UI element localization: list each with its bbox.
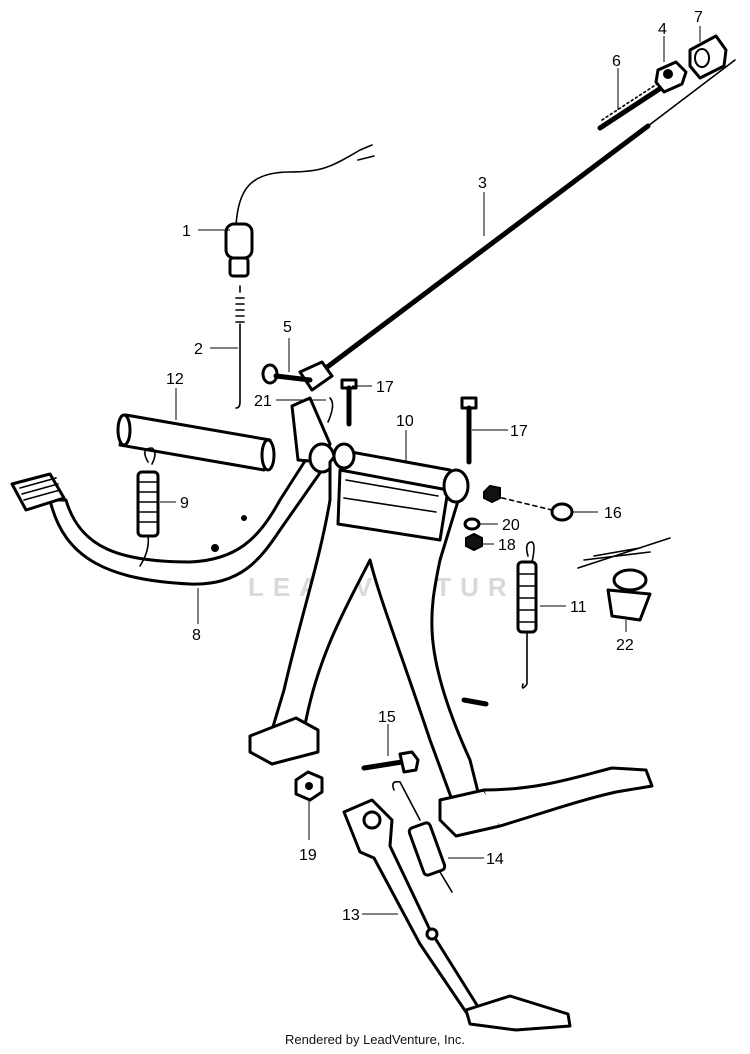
svg-text:16: 16 — [604, 505, 622, 522]
callout-17a: 17 — [352, 379, 394, 396]
svg-text:10: 10 — [396, 413, 414, 430]
callout-5: 5 — [283, 319, 292, 372]
svg-text:21: 21 — [254, 393, 272, 410]
side-stand-nut — [294, 770, 324, 802]
adjuster-bolt — [597, 81, 667, 131]
svg-text:12: 12 — [166, 371, 184, 388]
svg-text:20: 20 — [502, 517, 520, 534]
svg-text:4: 4 — [658, 21, 667, 38]
callout-14: 14 — [448, 851, 504, 868]
callout-21: 21 — [254, 393, 326, 410]
callout-9: 9 — [160, 495, 189, 512]
callout-11: 11 — [540, 599, 587, 616]
callout-1: 1 — [182, 223, 230, 240]
callout-7: 7 — [694, 9, 703, 42]
pivot-shaft — [116, 413, 276, 472]
svg-text:9: 9 — [180, 495, 189, 512]
svg-text:13: 13 — [342, 907, 360, 924]
svg-text:2: 2 — [194, 341, 203, 358]
callout-8: 8 — [192, 588, 201, 644]
switch-spring — [235, 285, 245, 409]
callout-6: 6 — [612, 53, 621, 110]
side-stand-spring — [392, 780, 453, 893]
clevis-pin — [261, 363, 313, 385]
footer-credit: Rendered by LeadVenture, Inc. — [285, 1032, 465, 1047]
callout-18: 18 — [482, 537, 516, 554]
callout-15: 15 — [378, 709, 396, 756]
svg-text:19: 19 — [299, 847, 317, 864]
callout-19: 19 — [299, 800, 317, 864]
side-stand — [342, 798, 572, 1032]
svg-text:11: 11 — [570, 599, 587, 616]
callout-16: 16 — [572, 505, 622, 522]
stand-bolt-right — [460, 396, 478, 465]
svg-text:22: 22 — [616, 637, 634, 654]
callout-4: 4 — [658, 21, 667, 62]
callout-12: 12 — [166, 371, 184, 420]
callout-20: 20 — [480, 517, 520, 534]
svg-text:6: 6 — [612, 53, 621, 70]
svg-text:3: 3 — [478, 175, 487, 192]
rubber-stopper — [577, 537, 671, 622]
ring — [550, 502, 574, 522]
stand-bolt-left — [340, 378, 358, 427]
callout-3: 3 — [478, 175, 487, 236]
svg-text:5: 5 — [283, 319, 292, 336]
brake-rod-joint — [654, 60, 688, 94]
nut — [465, 532, 483, 552]
svg-text:15: 15 — [378, 709, 396, 726]
svg-text:1: 1 — [182, 223, 191, 240]
assembly-line — [493, 495, 553, 511]
callout-2: 2 — [194, 341, 238, 358]
callout-10: 10 — [396, 413, 414, 462]
stop-switch — [224, 144, 375, 278]
brake-pedal — [10, 396, 336, 586]
washer — [463, 517, 481, 531]
side-stand-bolt — [361, 750, 420, 774]
stand-spring — [516, 541, 538, 689]
pedal-spring — [136, 447, 160, 567]
svg-text:8: 8 — [192, 627, 201, 644]
svg-text:17: 17 — [510, 423, 528, 440]
main-stand — [248, 442, 654, 838]
svg-text:18: 18 — [498, 537, 516, 554]
callout-22: 22 — [616, 620, 634, 654]
svg-text:7: 7 — [694, 9, 703, 26]
stand-nut — [483, 484, 501, 504]
cotter-pin — [327, 397, 334, 423]
svg-text:14: 14 — [486, 851, 504, 868]
adjusting-nut — [688, 34, 728, 80]
svg-text:17: 17 — [376, 379, 394, 396]
callout-17b: 17 — [472, 423, 528, 440]
brake-rod — [298, 59, 736, 392]
callout-13: 13 — [342, 907, 398, 924]
